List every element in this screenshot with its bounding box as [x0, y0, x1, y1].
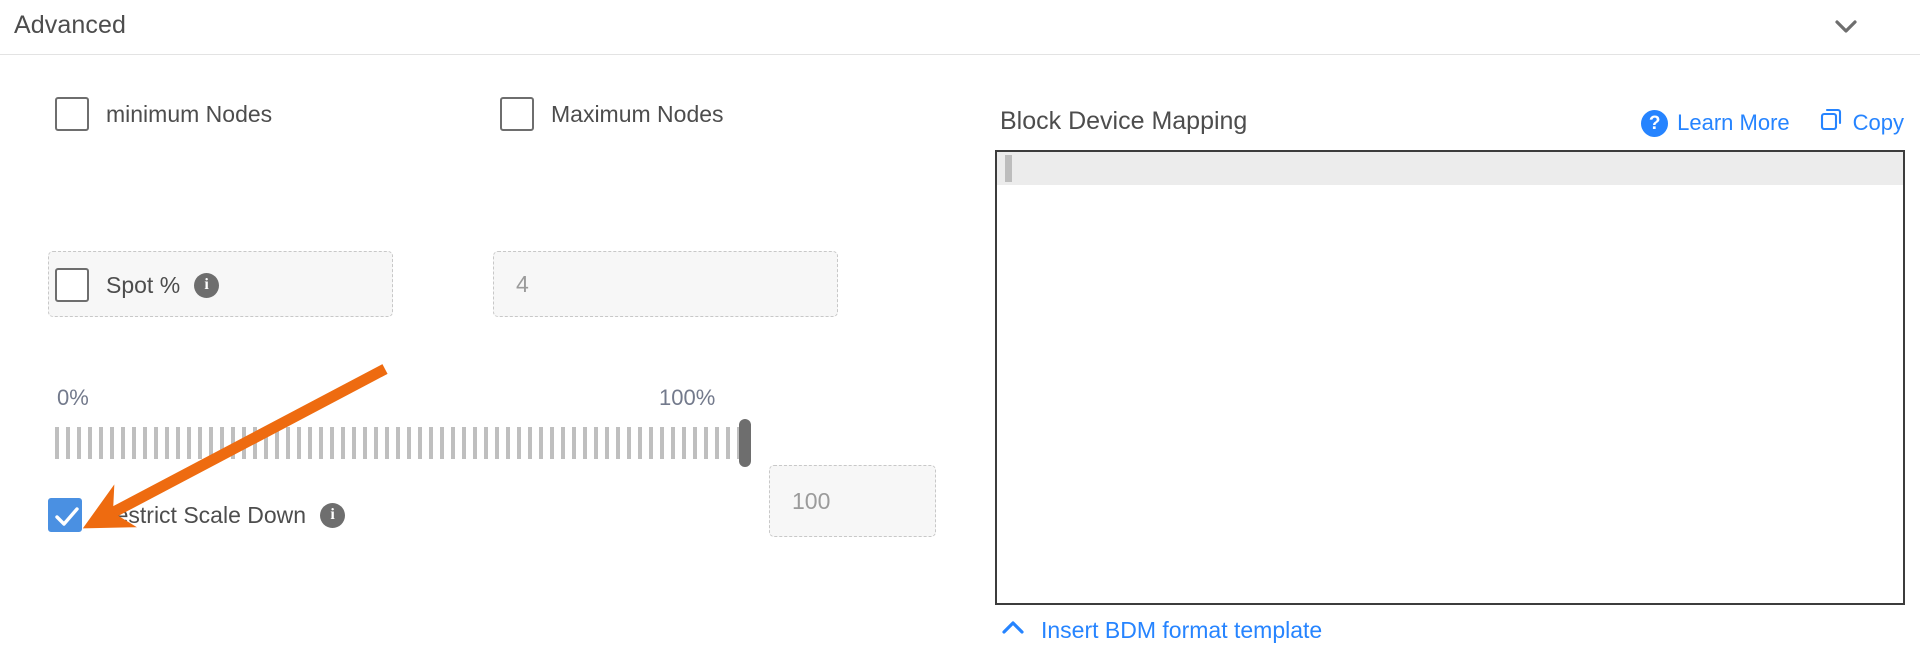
block-device-mapping-actions: ? Learn More Copy [1641, 107, 1904, 139]
restrict-scale-down-label: Restrict Scale Down [99, 501, 307, 528]
spot-percent-slider[interactable]: 0% 100% [55, 385, 755, 475]
chevron-down-icon[interactable] [1826, 10, 1866, 44]
scaling-settings-column: minimum Nodes Maximum Nodes Spot % i 0% … [0, 55, 1000, 656]
slider-thumb[interactable] [739, 419, 751, 467]
slider-max-label: 100% [659, 385, 716, 410]
slider-min-label: 0% [57, 385, 89, 410]
editor-cursor-marker [1005, 155, 1012, 182]
spot-percent-info-icon[interactable]: i [194, 272, 220, 298]
maximum-nodes-label: Maximum Nodes [551, 100, 724, 127]
insert-bdm-template-label: Insert BDM format template [1041, 617, 1323, 643]
spot-percent-row: Spot % i [55, 268, 220, 302]
copy-button[interactable]: Copy [1818, 107, 1904, 139]
minimum-nodes-input[interactable] [48, 251, 393, 317]
copy-label: Copy [1852, 110, 1904, 135]
question-circle-icon: ? [1641, 109, 1669, 137]
editor-active-line-highlight [997, 152, 1903, 185]
restrict-scale-down-checkbox[interactable] [48, 498, 82, 532]
block-device-mapping-editor[interactable] [995, 150, 1905, 605]
block-device-mapping-title: Block Device Mapping [1000, 107, 1248, 135]
maximum-nodes-row: Maximum Nodes [500, 97, 724, 131]
minimum-nodes-label: minimum Nodes [106, 100, 273, 127]
slider-track[interactable] [55, 427, 747, 459]
learn-more-link[interactable]: ? Learn More [1641, 109, 1790, 137]
chevron-up-icon [999, 617, 1027, 644]
block-device-mapping-column: Block Device Mapping ? Learn More Copy [995, 55, 1920, 656]
advanced-section-header[interactable]: Advanced [0, 0, 1920, 55]
page-title: Advanced [14, 11, 126, 39]
minimum-nodes-checkbox[interactable] [55, 97, 89, 131]
spot-percent-value-input[interactable] [769, 465, 936, 537]
restrict-scale-down-info-icon[interactable]: i [320, 502, 346, 528]
learn-more-label: Learn More [1677, 110, 1790, 135]
copy-icon [1818, 107, 1844, 139]
maximum-nodes-input[interactable] [493, 251, 838, 317]
spot-percent-checkbox[interactable] [55, 268, 89, 302]
advanced-section-body: minimum Nodes Maximum Nodes Spot % i 0% … [0, 55, 1920, 656]
maximum-nodes-checkbox[interactable] [500, 97, 534, 131]
insert-bdm-template-link[interactable]: Insert BDM format template [999, 617, 1322, 644]
spot-percent-label: Spot % [106, 271, 181, 298]
restrict-scale-down-row: Restrict Scale Down i [48, 498, 346, 532]
minimum-nodes-row: minimum Nodes [55, 97, 272, 131]
